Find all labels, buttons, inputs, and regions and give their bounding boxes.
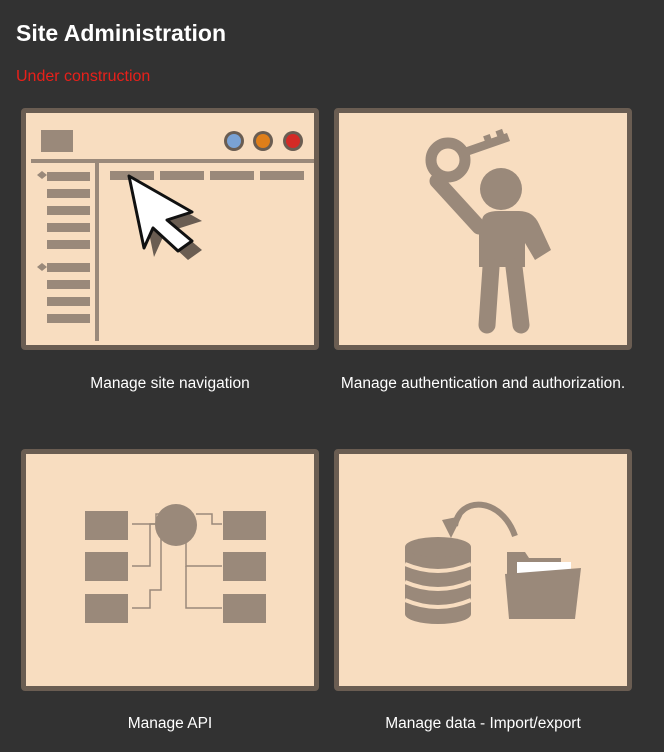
manage-api-label: Manage API xyxy=(127,715,213,732)
manage-site-navigation-tile[interactable] xyxy=(21,108,319,350)
manage-authentication-label: Manage authentication and authorization. xyxy=(340,375,626,392)
manage-data-label: Manage data - Import/export xyxy=(385,715,581,732)
page-title: Site Administration xyxy=(16,20,226,46)
manage-data-tile[interactable] xyxy=(334,449,632,691)
api-network-icon xyxy=(85,504,266,623)
status-message: Under construction xyxy=(16,68,151,85)
browser-window-cursor-icon xyxy=(31,130,314,341)
person-holding-key-icon xyxy=(425,128,551,334)
manage-api-tile[interactable] xyxy=(21,449,319,691)
database-to-folder-icon xyxy=(404,501,581,624)
manage-authentication-tile[interactable] xyxy=(334,108,632,350)
manage-site-navigation-label: Manage site navigation xyxy=(90,375,250,392)
